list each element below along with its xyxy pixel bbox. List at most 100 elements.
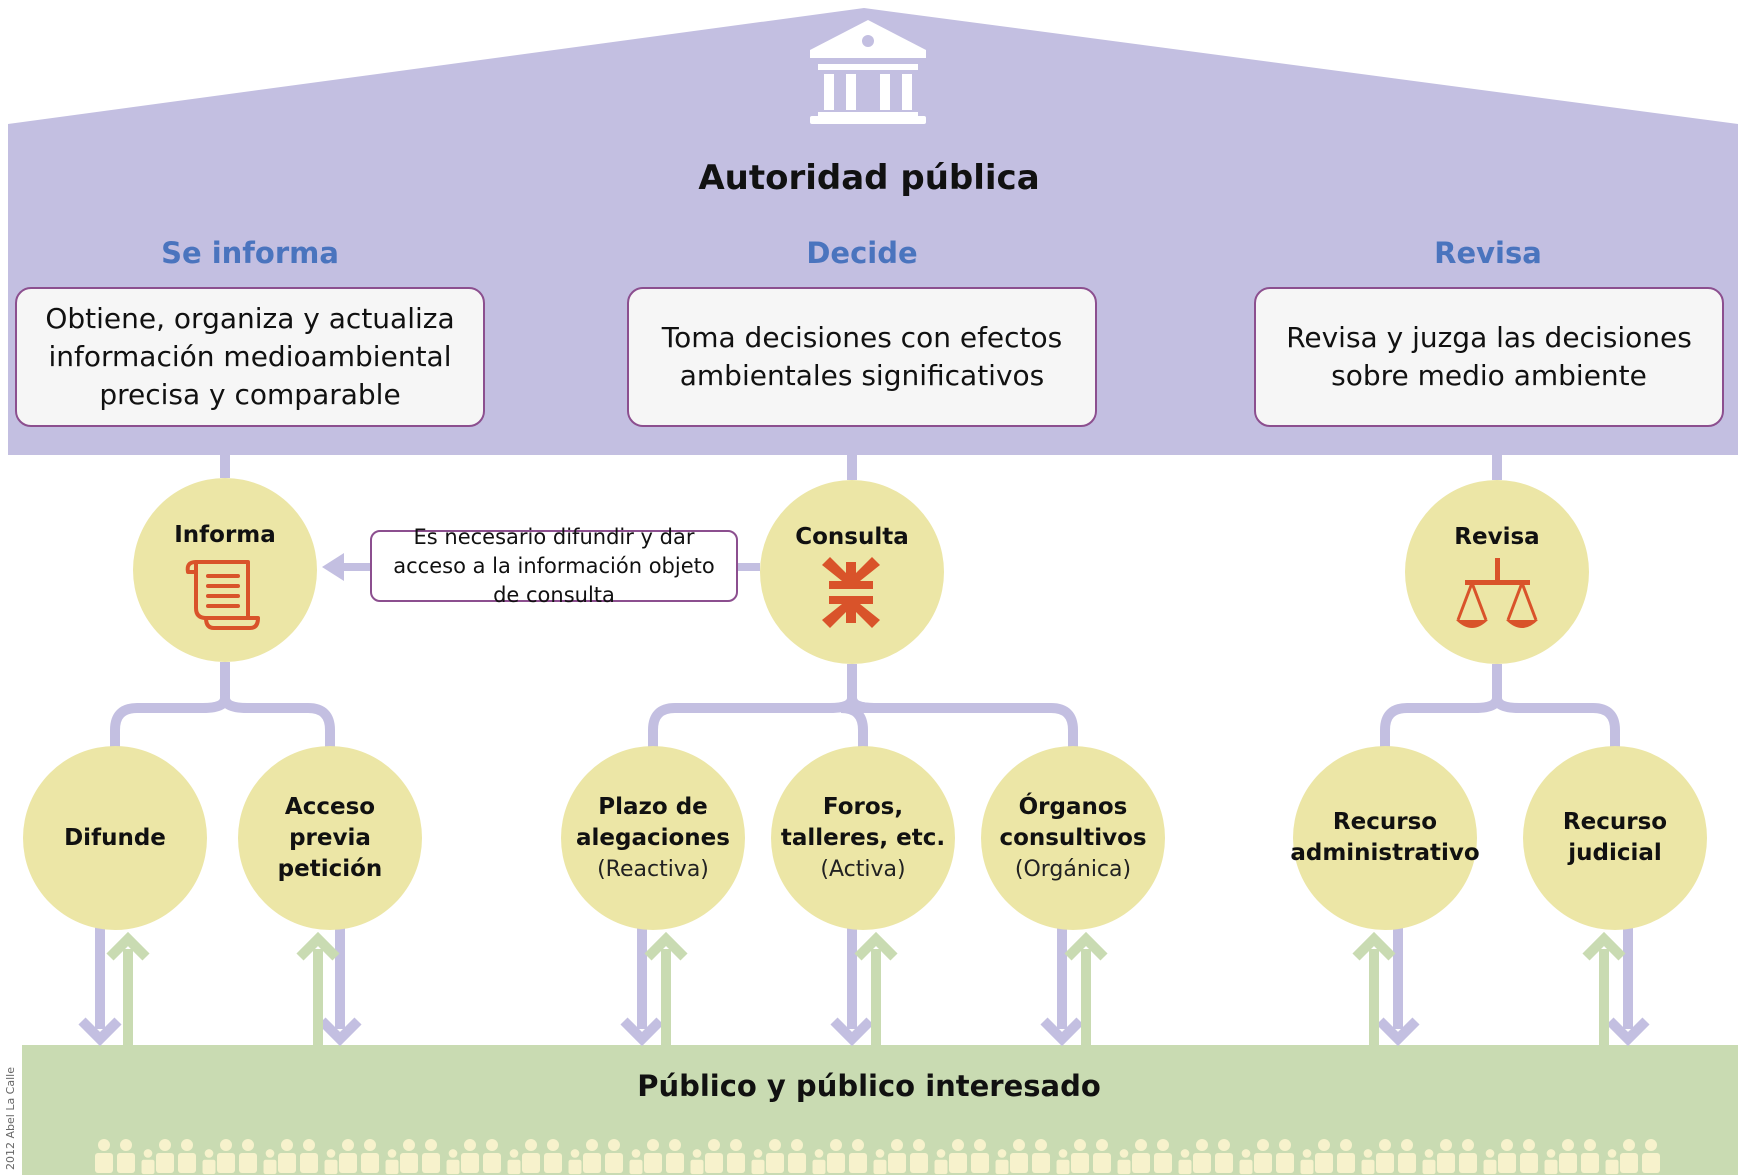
person-head [486,1139,498,1151]
person-head [1318,1139,1330,1151]
person-figure [1376,1139,1394,1173]
branch-line [648,693,857,753]
person-body [1276,1153,1294,1173]
person-figure [827,1139,845,1173]
person-figure [1276,1139,1294,1173]
down-arrow-head [620,1017,664,1047]
person-figure [1117,1149,1131,1175]
person-figure [690,1149,704,1175]
person-figure [1437,1139,1455,1173]
person-body [483,1153,501,1173]
person-figure [644,1139,662,1173]
person-figure [849,1139,867,1173]
person-head [448,1149,458,1158]
person-body [239,1153,257,1173]
person-figure [971,1139,989,1173]
person-figure [361,1139,379,1173]
hub-label-revisa: Revisa [1454,524,1540,550]
person-body [1642,1153,1660,1173]
person-body [910,1153,928,1173]
person-body [690,1159,704,1175]
leaf-line: petición [277,855,383,882]
leaf-circle [561,746,745,930]
person-figure [812,1149,826,1175]
person-body [934,1159,948,1175]
person-body [644,1153,662,1173]
person-body [361,1153,379,1173]
person-head [364,1139,376,1151]
up-arrow-head [106,931,150,961]
heading-decide: Decide [806,236,918,270]
person-head [387,1149,397,1158]
person-figure [278,1139,296,1173]
person-head [913,1139,925,1151]
heading-revisa: Revisa [1434,236,1542,270]
down-arrow-head [1376,1017,1420,1047]
person-body [1376,1153,1394,1173]
person-head [1645,1139,1657,1151]
person-body [1620,1153,1638,1173]
description-box-se-informa: Obtiene, organiza y actualiza informació… [15,287,485,427]
person-head [281,1139,293,1151]
person-figure [507,1149,521,1175]
person-body [1071,1153,1089,1173]
leaf-line: Plazo de [598,793,708,820]
person-body [705,1153,723,1173]
person-figure [727,1139,745,1173]
person-figure [544,1139,562,1173]
person-head [1180,1149,1190,1158]
person-head [1562,1139,1574,1151]
person-head [1241,1149,1251,1158]
person-figure [95,1139,113,1173]
person-head [204,1149,214,1158]
person-head [1135,1139,1147,1151]
person-body [1361,1159,1375,1175]
person-figure [263,1149,277,1175]
person-head [342,1139,354,1151]
person-figure [888,1139,906,1173]
person-figure [1483,1149,1497,1175]
person-head [547,1139,559,1151]
leaf-line: Recurso [1332,809,1438,835]
up-arrow-head [644,931,688,961]
person-figure [1605,1149,1619,1175]
person-body [446,1159,460,1175]
down-arrow-head [830,1017,874,1047]
person-body [971,1153,989,1173]
down-arrow-head [1040,1017,1084,1047]
person-body [1193,1153,1211,1173]
person-head [181,1139,193,1151]
person-head [852,1139,864,1151]
person-body [324,1159,338,1175]
leaf-circle [1523,746,1707,930]
leaf-subtitle: (Reactiva) [597,856,709,882]
person-body [300,1153,318,1173]
person-figure [1559,1139,1577,1173]
person-figure [461,1139,479,1173]
person-body [217,1153,235,1173]
person-body [1032,1153,1050,1173]
person-body [141,1159,155,1175]
person-body [385,1159,399,1175]
person-figure [629,1149,643,1175]
person-body [1010,1153,1028,1173]
person-head [1462,1139,1474,1151]
person-head [1058,1149,1068,1158]
description-box-revisa: Revisa y juzga las decisiones sobre medi… [1254,287,1724,427]
hub-label-consulta: Consulta [795,524,909,550]
person-body [849,1153,867,1173]
person-head [1363,1149,1373,1158]
person-head [875,1149,885,1158]
person-figure [705,1139,723,1173]
person-figure [1093,1139,1111,1173]
scroll-icon [185,560,260,630]
leaf-line: judicial [1568,840,1662,866]
person-figure [400,1139,418,1173]
person-body [278,1153,296,1173]
leaf-circle [238,746,422,930]
person-body [666,1153,684,1173]
person-head [242,1139,254,1151]
up-arrow-head [1582,931,1626,961]
person-figure [1178,1149,1192,1175]
person-figure [1398,1139,1416,1173]
